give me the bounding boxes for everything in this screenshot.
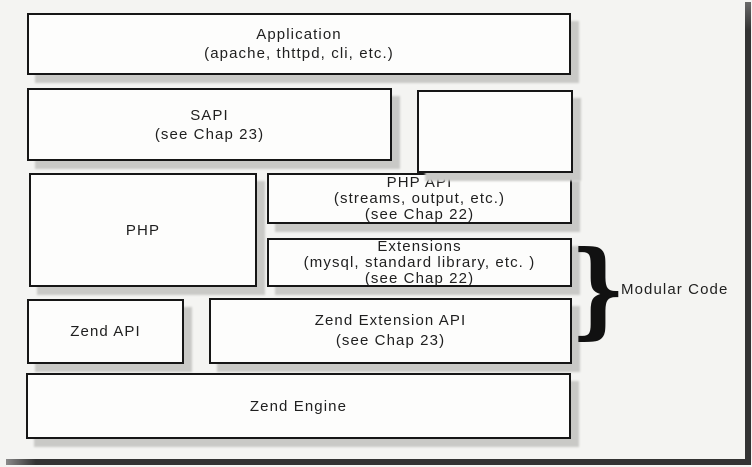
box-line: (see Chap 23) (335, 332, 446, 349)
box-line: (see Chap 22) (364, 269, 475, 287)
box-line: PHP (125, 221, 161, 239)
image-frame-right-edge (745, 2, 751, 465)
zend-extension-api-box: Zend Extension API (see Chap 23) (209, 298, 572, 364)
box-line: Zend Engine (249, 397, 348, 415)
application-box: Application (apache, thttpd, cli, etc.) (27, 13, 571, 75)
php-api-box: PHP API (streams, output, etc.) (see Cha… (267, 173, 572, 224)
extensions-box: Extensions (mysql, standard library, etc… (267, 238, 572, 287)
box-line: (streams, output, etc.) (333, 189, 506, 207)
php-box: PHP (29, 173, 257, 287)
box-line: (see Chap 23) (154, 125, 265, 143)
zend-engine-box: Zend Engine (26, 373, 571, 439)
box-line: SAPI (190, 106, 229, 124)
zend-api-box: Zend API (27, 299, 184, 364)
box-line: (see Chap 22) (364, 205, 475, 223)
modular-code-label: Modular Code (621, 281, 729, 298)
box-line: (mysql, standard library, etc. ) (303, 253, 536, 271)
modular-code-brace: } (570, 226, 626, 350)
box-line: Application (256, 26, 342, 43)
box-line: Zend API (70, 323, 141, 340)
image-frame-bottom-edge (6, 459, 751, 465)
sapi-box: SAPI (see Chap 23) (27, 88, 392, 161)
box-line: Zend Extension API (314, 312, 467, 329)
empty-box (417, 90, 573, 173)
box-line: Extensions (377, 237, 462, 255)
box-line: PHP API (386, 173, 453, 191)
box-line: (apache, thttpd, cli, etc.) (204, 45, 394, 62)
